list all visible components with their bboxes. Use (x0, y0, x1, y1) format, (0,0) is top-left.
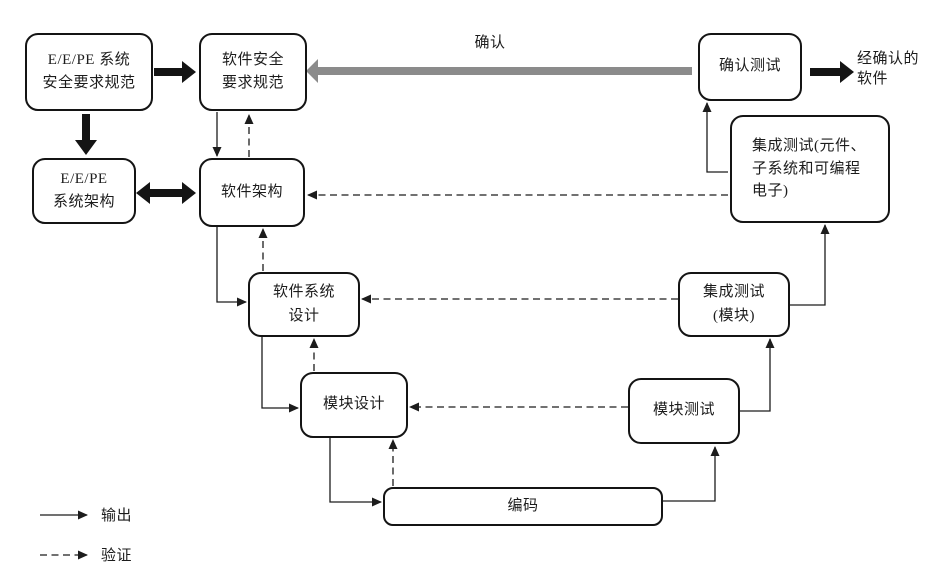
validation-gray-arrow-icon (306, 59, 692, 83)
box-coding: 编码 (383, 487, 663, 526)
box-ee-pe-system-architecture: E/E/PE 系统架构 (32, 158, 136, 224)
arrow-ee-pe-srs-to-ee-pe-arch-icon (75, 114, 97, 155)
box-software-safety-requirements: 软件安全 要求规范 (199, 33, 307, 111)
connector-integration-test-module-to-integration-test-pe (790, 224, 830, 306)
box-module-testing: 模块测试 (628, 378, 740, 444)
connector-coding-to-module-test (663, 446, 720, 502)
connector-sw-arch-to-sw-system-design (216, 226, 247, 307)
box-integration-testing-components: 集成测试(元件、 子系统和可编程 电子) (730, 115, 890, 223)
arrow-ee-pe-arch-sw-arch-bidirectional-icon (136, 182, 196, 204)
box-validation-testing: 确认测试 (698, 33, 802, 101)
connector-integration-test-pe-to-validation-test (702, 102, 728, 173)
arrow-validation-test-to-validated-software-icon (810, 61, 854, 83)
box-integration-testing-module: 集成测试 (模块) (678, 272, 790, 337)
validation-arrow-label: 确认 (474, 35, 506, 51)
box-software-system-design: 软件系统 设计 (248, 272, 360, 337)
legend-output-label: 输出 (101, 508, 133, 524)
box-module-design: 模块设计 (300, 372, 408, 438)
box-ee-pe-system-safety-requirements: E/E/PE 系统 安全要求规范 (25, 33, 153, 111)
arrow-ee-pe-srs-to-sw-srs-icon (154, 61, 196, 83)
validated-software-label: 经确认的 软件 (857, 51, 920, 88)
connector-sw-system-design-to-module-design (261, 336, 299, 413)
legend-verification-label: 验证 (101, 548, 133, 564)
connector-module-design-to-coding (329, 438, 382, 507)
connector-module-test-to-integration-test-module (740, 338, 775, 412)
box-software-architecture: 软件架构 (199, 158, 305, 227)
